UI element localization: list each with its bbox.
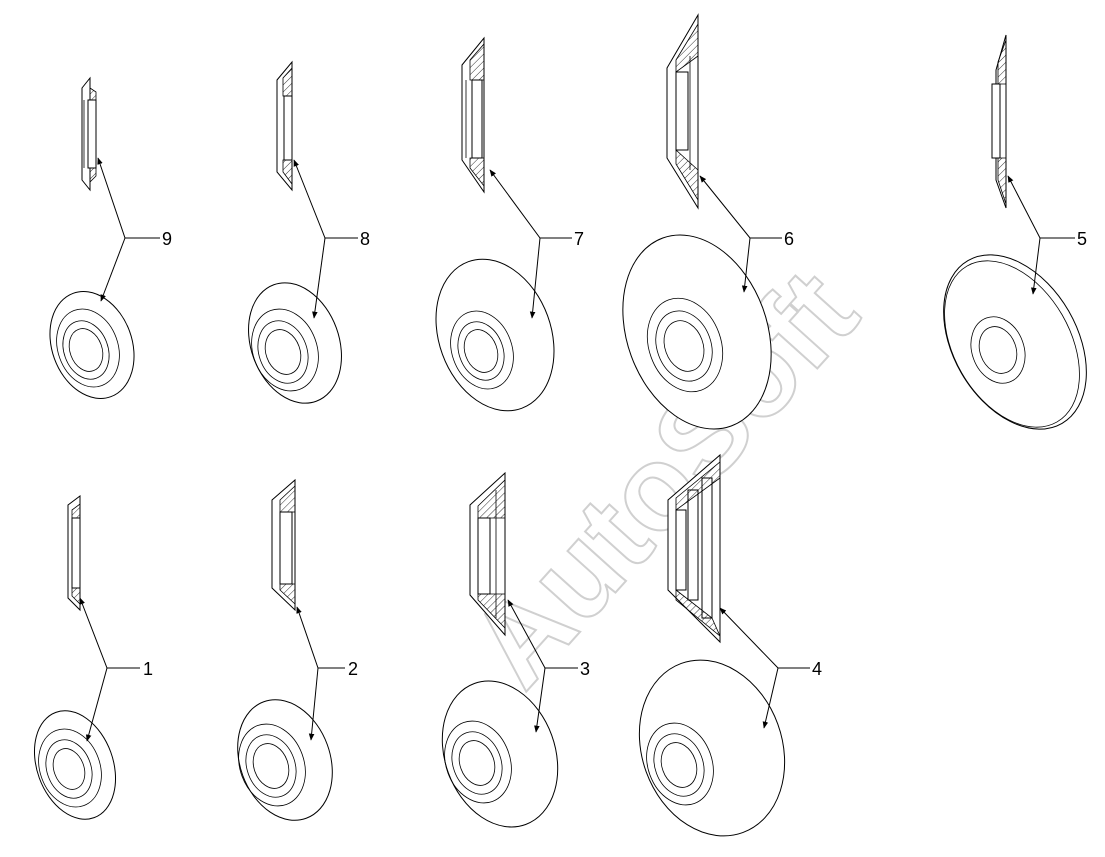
part-6-disc-view xyxy=(622,234,772,430)
part-7-disc-view xyxy=(435,258,555,412)
part-2-disc-view xyxy=(237,699,333,821)
part-9-disc-view xyxy=(49,291,135,399)
part-8: 8 xyxy=(248,60,370,404)
part-3-disc-view xyxy=(441,680,559,828)
part-8-disc-view xyxy=(248,282,342,404)
part-1-disc-view xyxy=(33,710,117,820)
part-3-section-view xyxy=(469,471,506,637)
part-5: 5 xyxy=(943,34,1087,430)
part-5-section-view xyxy=(991,34,1007,209)
part-3-label: 3 xyxy=(580,659,590,679)
part-4-label: 4 xyxy=(812,659,822,679)
part-7-section-view xyxy=(461,36,485,194)
part-1: 1 xyxy=(33,495,153,820)
part-5-disc-view xyxy=(943,254,1087,430)
part-1-section-view xyxy=(67,495,81,612)
part-2: 2 xyxy=(237,478,358,821)
part-9-section-view xyxy=(81,76,97,192)
part-2-section-view xyxy=(271,478,296,612)
part-9-label: 9 xyxy=(162,229,172,249)
part-6: 6 xyxy=(622,13,794,430)
part-5-label: 5 xyxy=(1077,229,1087,249)
part-6-section-view xyxy=(666,13,699,210)
part-3: 3 xyxy=(441,471,590,828)
part-9: 9 xyxy=(49,76,172,399)
part-6-label: 6 xyxy=(784,229,794,249)
part-2-label: 2 xyxy=(348,659,358,679)
part-7: 7 xyxy=(435,36,584,412)
part-8-section-view xyxy=(276,60,293,192)
part-7-label: 7 xyxy=(574,229,584,249)
part-4: 4 xyxy=(638,453,822,837)
part-1-label: 1 xyxy=(143,659,153,679)
part-8-label: 8 xyxy=(360,229,370,249)
part-4-section-view xyxy=(667,453,721,644)
part-4-disc-view xyxy=(638,659,786,837)
